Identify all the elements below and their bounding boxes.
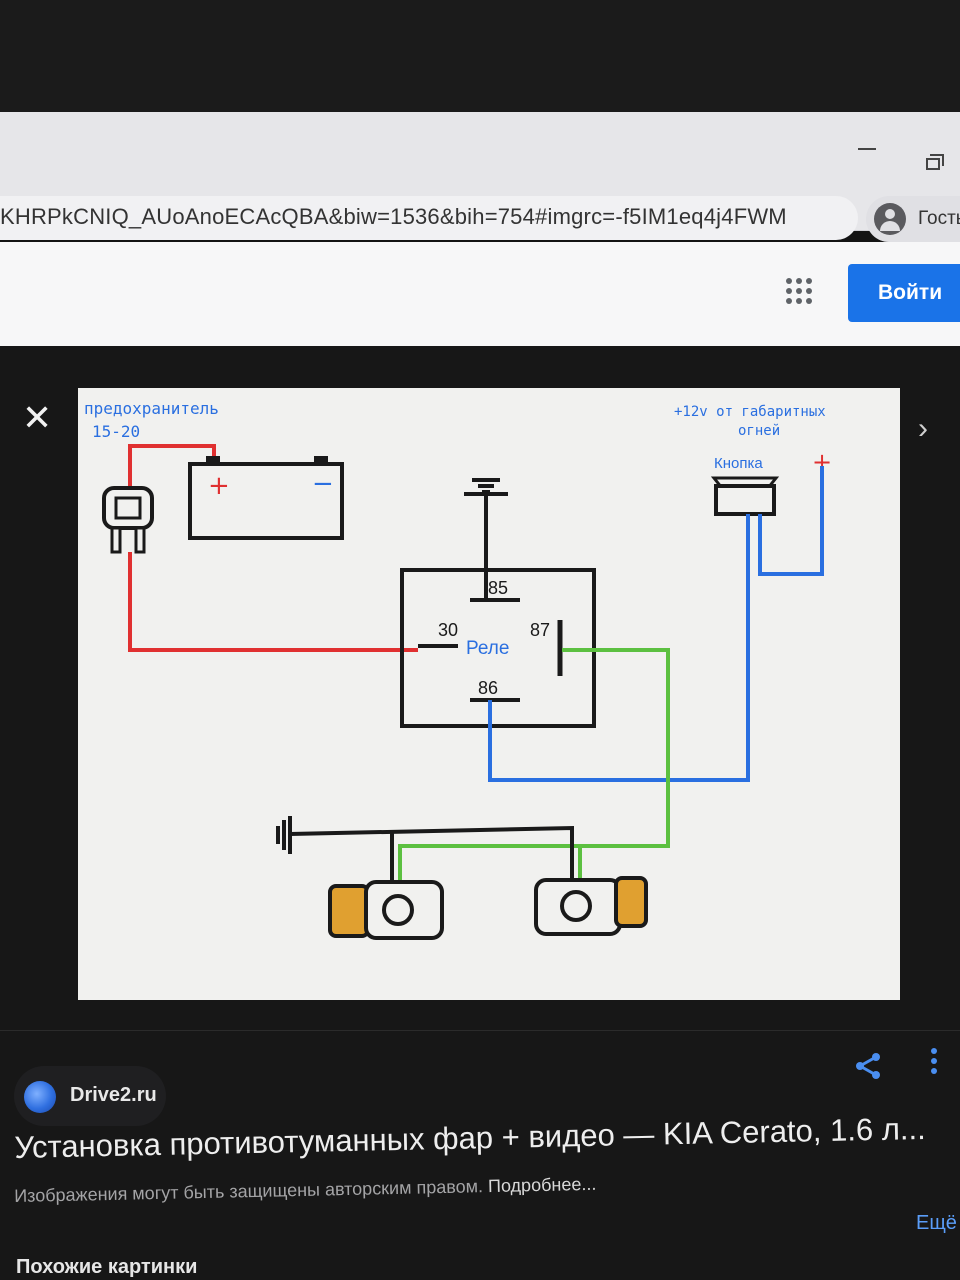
address-bar[interactable]: KHRPkCNIQ_AUoAnoECAcQBA&biw=1536&bih=754… (0, 196, 858, 240)
pin-86-label: 86 (478, 678, 498, 698)
minimize-icon[interactable] (858, 148, 876, 150)
green-wire-87 (398, 648, 670, 906)
push-button-icon (710, 476, 780, 516)
battery-minus-label: − (312, 469, 334, 499)
fog-lamp-left-icon (328, 880, 444, 940)
address-url[interactable]: KHRPkCNIQ_AUoAnoECAcQBA&biw=1536&bih=754… (0, 204, 787, 229)
chevron-right-icon[interactable]: › (918, 412, 928, 445)
profile-button[interactable]: Гость (866, 196, 960, 242)
wiring-diagram-svg: предохранитель 15-20 +12v от габаритных … (84, 399, 832, 940)
learn-more-link[interactable]: Подробнее... (487, 1173, 597, 1197)
fuse-label-2: 15-20 (92, 422, 140, 441)
wiring-diagram-image: предохранитель 15-20 +12v от габаритных … (78, 388, 900, 1000)
fuse-label-1: предохранитель (84, 399, 219, 418)
restore-icon[interactable] (926, 154, 944, 170)
blue-wire-86 (488, 514, 750, 782)
viewer-divider (0, 1030, 960, 1031)
button-plus-label: + (812, 448, 832, 476)
source-chip[interactable]: Drive2.ru (14, 1066, 166, 1126)
close-icon[interactable]: ✕ (22, 397, 53, 438)
fuse-icon (102, 486, 154, 554)
profile-avatar-icon (874, 203, 906, 235)
login-button[interactable]: Войти (848, 264, 960, 322)
more-options-icon[interactable] (924, 1048, 944, 1082)
pin-30-label: 30 (438, 620, 458, 640)
monitor-bezel (0, 0, 960, 112)
pin-85-label: 85 (488, 578, 508, 598)
plus12-label-1: +12v от габаритных (674, 404, 826, 420)
similar-images-heading: Похожие картинки (16, 1256, 198, 1278)
page-header (0, 242, 960, 346)
relay-label: Реле (466, 638, 509, 659)
plus12-label-2: огней (738, 423, 780, 439)
fog-lamp-right-icon (534, 876, 648, 936)
red-wire-2 (128, 552, 418, 652)
pin-87-label: 87 (530, 620, 550, 640)
blue-wire-plus12 (758, 466, 824, 576)
more-link[interactable]: Ещё (916, 1212, 957, 1234)
globe-icon (24, 1081, 56, 1113)
source-name: Drive2.ru (70, 1084, 157, 1106)
ground-icon (464, 478, 508, 496)
ground-icon-2 (276, 816, 292, 854)
share-icon[interactable] (852, 1050, 884, 1082)
battery-icon (188, 456, 344, 540)
battery-plus-label: + (208, 471, 230, 501)
apps-grid-icon[interactable] (786, 278, 812, 304)
red-wire (128, 444, 216, 486)
button-label: Кнопка (714, 455, 763, 472)
profile-label: Гость (918, 208, 960, 229)
